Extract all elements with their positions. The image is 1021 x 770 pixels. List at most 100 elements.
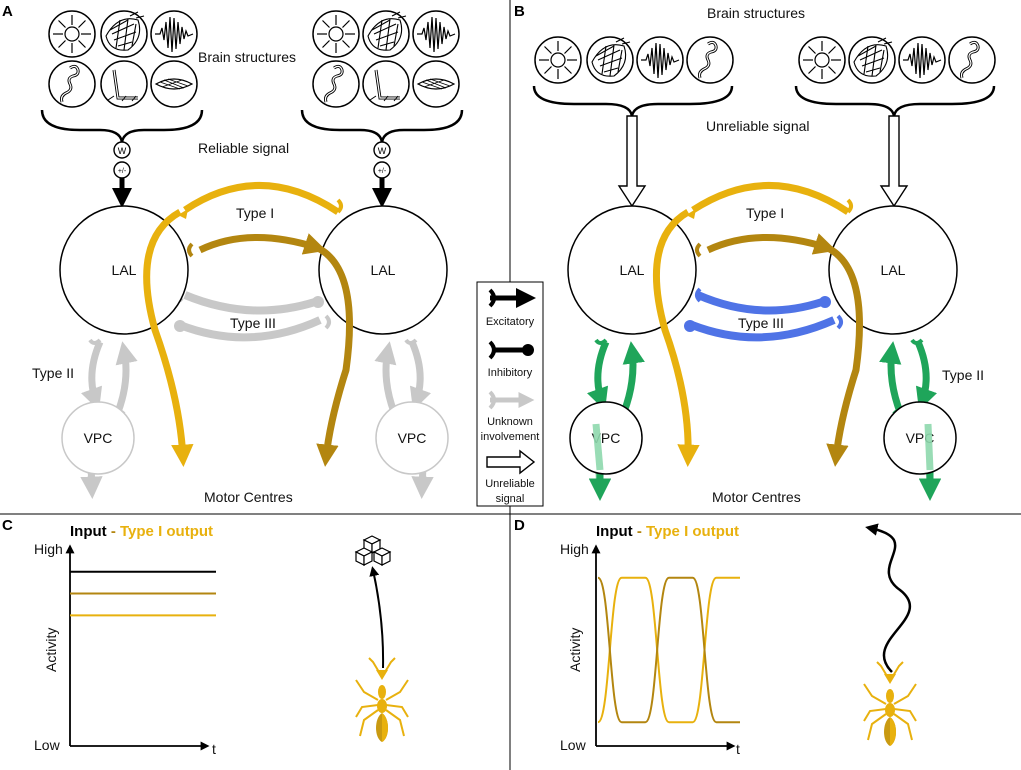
vpc-right-b: [883, 401, 957, 475]
light-sensor-icon: [798, 36, 846, 84]
unreliable-signal-label: Unreliable signal: [706, 118, 810, 134]
type-i-connections-a: [143, 182, 353, 467]
brace-left-a: [40, 109, 204, 143]
vpc-left-a: [61, 401, 135, 475]
chart-d-title-dash: -: [633, 523, 646, 540]
oscillation-wave-icon: [412, 10, 460, 58]
weight-node-right: W +/-: [372, 141, 392, 208]
panel-a-brain-structures-label: Brain structures: [198, 49, 296, 65]
muscle-icon: [412, 60, 460, 108]
type-i-connections-b: [652, 182, 863, 467]
chart-c-title-output: Type I output: [120, 523, 213, 540]
panel-d-letter: D: [514, 517, 525, 534]
unreliable-arrow-left: [617, 115, 647, 208]
type-ii-label-a: Type II: [32, 365, 74, 381]
leg-icon: [99, 59, 149, 109]
panel-a-brain-icons-left: [47, 10, 198, 109]
chart-d-x-axis-label: t: [736, 741, 740, 757]
chart-d-y-high: High: [560, 541, 589, 557]
chart-c-title: Input - Type I output: [70, 523, 213, 540]
weight-symbol: W: [378, 146, 387, 156]
series-line-d-0: [597, 576, 740, 724]
compound-eye-icon: [100, 10, 148, 58]
legend-inhibitory-label: Inhibitory: [488, 367, 533, 379]
vpc-right-a: [375, 401, 449, 475]
chart-c-x-axis-label: t: [212, 741, 216, 757]
chart-d-title-input: Input: [596, 523, 633, 540]
ant-path-wiggly: [865, 523, 912, 673]
legend-unreliable-label-2: signal: [496, 493, 525, 505]
neuron-squiggle-icon: [47, 59, 97, 109]
chart-d-y-low: Low: [560, 737, 587, 753]
brace-right-a: [300, 109, 464, 143]
light-sensor-icon: [48, 10, 96, 58]
sign-symbol: +/-: [378, 168, 387, 175]
ant-path-straight: [369, 566, 385, 669]
chart-c-title-dash: -: [107, 523, 120, 540]
legend-excitatory-label: Excitatory: [486, 316, 535, 328]
muscle-icon: [150, 60, 198, 108]
legend-unreliable-symbol: [486, 449, 536, 475]
type-ii-label-b: Type II: [942, 367, 984, 383]
legend: Excitatory Inhibitory Unknown involvemen…: [476, 281, 544, 507]
vpc-left-label-a: VPC: [84, 430, 113, 446]
ant-icon: [355, 657, 409, 743]
motor-centres-label-b: Motor Centres: [712, 489, 801, 505]
panel-b-brain-icons-right: [798, 35, 997, 85]
type-iii-label-b: Type III: [738, 315, 784, 331]
legend-unknown-label-1: Unknown: [487, 416, 533, 428]
leg-icon: [361, 59, 411, 109]
sign-symbol: +/-: [118, 168, 127, 175]
neuron-squiggle-icon: [311, 59, 361, 109]
oscillation-wave-icon: [898, 36, 946, 84]
panel-b-brain-structures-label: Brain structures: [707, 5, 805, 21]
type-ii-right-b: [879, 340, 942, 501]
neuron-squiggle-icon: [685, 35, 735, 85]
chart-c-y-axis-label: Activity: [43, 628, 59, 672]
legend-unreliable-label-1: Unreliable: [485, 478, 535, 490]
chart-d-title: Input - Type I output: [596, 523, 739, 540]
brace-right-b: [794, 85, 996, 117]
reliable-signal-label: Reliable signal: [198, 140, 289, 156]
panel-a-letter: A: [2, 3, 13, 20]
chart-c-title-input: Input: [70, 523, 107, 540]
brace-left-b: [532, 85, 734, 117]
weight-symbol: W: [118, 146, 127, 156]
weight-node-left: W +/-: [112, 141, 132, 208]
series-line-d-1: [597, 576, 740, 724]
compound-eye-icon: [848, 36, 896, 84]
motor-centres-label-a: Motor Centres: [204, 489, 293, 505]
unreliable-arrow-right: [879, 115, 909, 208]
lal-left-label-b: LAL: [620, 262, 645, 278]
ant-icon: [863, 661, 917, 747]
chart-c-y-high: High: [34, 541, 63, 557]
type-iii-unknown-a: [178, 291, 322, 342]
type-iii-inhibitory-b: [690, 291, 836, 342]
cube-goal-icon: [354, 535, 392, 566]
light-sensor-icon: [534, 36, 582, 84]
lal-right-label-a: LAL: [371, 262, 396, 278]
chart-d-plot: [597, 576, 740, 724]
chart-d-title-output: Type I output: [646, 523, 739, 540]
type-iii-label-a: Type III: [230, 315, 276, 331]
compound-eye-icon: [586, 36, 634, 84]
panel-c-letter: C: [2, 517, 13, 534]
light-sensor-icon: [312, 10, 360, 58]
vpc-right-label-a: VPC: [398, 430, 427, 446]
type-i-label-a: Type I: [236, 205, 274, 221]
oscillation-wave-icon: [636, 36, 684, 84]
panel-b-brain-icons-left: [534, 35, 735, 85]
lal-right-label-b: LAL: [881, 262, 906, 278]
panel-a-brain-icons-right: [311, 10, 460, 109]
chart-c-y-low: Low: [34, 737, 61, 753]
compound-eye-icon: [362, 10, 410, 58]
type-i-label-b: Type I: [746, 205, 784, 221]
chart-c-plot: [69, 570, 216, 617]
chart-d-y-axis-label: Activity: [567, 628, 583, 672]
lal-left-label-a: LAL: [112, 262, 137, 278]
oscillation-wave-icon: [150, 10, 198, 58]
panel-b-letter: B: [514, 3, 525, 20]
vpc-left-b: [569, 401, 643, 475]
legend-unknown-label-2: involvement: [481, 431, 540, 443]
